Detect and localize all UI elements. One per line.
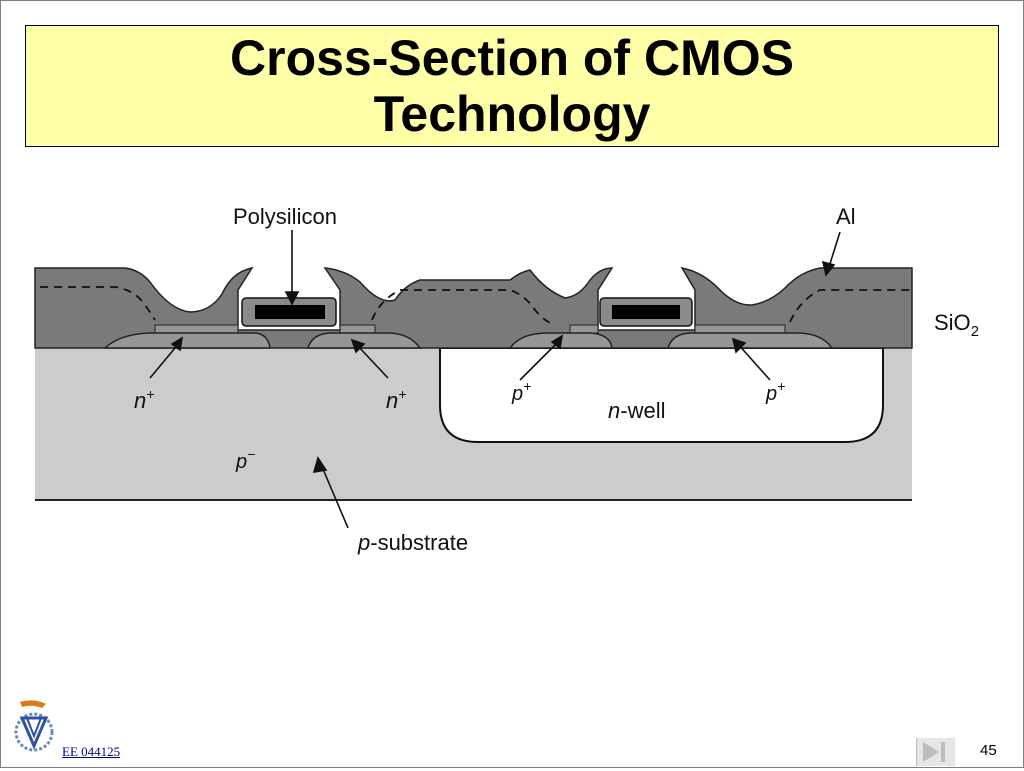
next-slide-icon	[923, 742, 945, 762]
n-well-region	[439, 347, 884, 443]
arrow-n-plus-left	[149, 341, 181, 379]
page-number: 45	[980, 742, 997, 759]
sio2-oxide-layer	[34, 266, 913, 349]
nmos-polysilicon-gate	[255, 305, 325, 319]
thin-oxide-pmos-right	[694, 324, 786, 334]
footer-course-link[interactable]: EE 044125	[62, 744, 121, 759]
thin-oxide-nmos-right	[339, 324, 376, 334]
label-n-well: n-well	[608, 398, 665, 423]
label-p-minus: p−	[235, 446, 255, 473]
n-plus-diffusion-right	[307, 332, 422, 349]
technion-logo	[14, 700, 54, 752]
arrow-p-plus-left	[519, 339, 561, 381]
arrow-p-substrate	[319, 461, 349, 529]
label-p-plus-right: p+	[765, 378, 785, 405]
arrow-p-plus-right-head	[731, 337, 747, 354]
arrow-n-plus-right	[355, 343, 389, 379]
label-al: Al	[836, 204, 856, 229]
arrow-p-substrate-head	[312, 456, 328, 473]
arrow-n-plus-left-head	[170, 336, 184, 352]
next-slide-button[interactable]	[916, 738, 955, 766]
n-plus-diffusion-left	[103, 332, 271, 349]
arrow-p-plus-left-head	[550, 334, 564, 350]
arrow-polysilicon-head	[284, 291, 300, 306]
thin-oxide-nmos-left	[154, 324, 239, 334]
slide-title-line-2: Technology	[373, 86, 651, 142]
thin-oxide-pmos-left	[569, 324, 599, 334]
al-layer-right	[789, 289, 912, 323]
arrow-n-plus-right-head	[350, 338, 366, 354]
pmos-polysilicon-gate	[612, 305, 680, 319]
cmos-cross-section-diagram: Polysilicon Al SiO2 n+ n+ p+ p+ n-well p…	[34, 204, 979, 555]
arrow-p-plus-right	[736, 342, 771, 381]
al-layer-middle	[371, 289, 556, 326]
label-p-substrate: p-substrate	[357, 530, 468, 555]
arrow-al-head	[821, 260, 836, 277]
p-plus-diffusion-right	[667, 332, 834, 349]
label-n-plus-left: n+	[134, 386, 154, 413]
slide-title-line-1: Cross-Section of CMOS	[230, 30, 794, 86]
label-p-plus-left: p+	[511, 378, 531, 405]
title-box: Cross-Section of CMOS Technology	[25, 25, 999, 147]
slide-title: Cross-Section of CMOS Technology	[26, 30, 998, 142]
label-polysilicon: Polysilicon	[233, 204, 337, 229]
label-n-plus-right: n+	[386, 386, 406, 413]
label-sio2: SiO2	[934, 310, 979, 340]
